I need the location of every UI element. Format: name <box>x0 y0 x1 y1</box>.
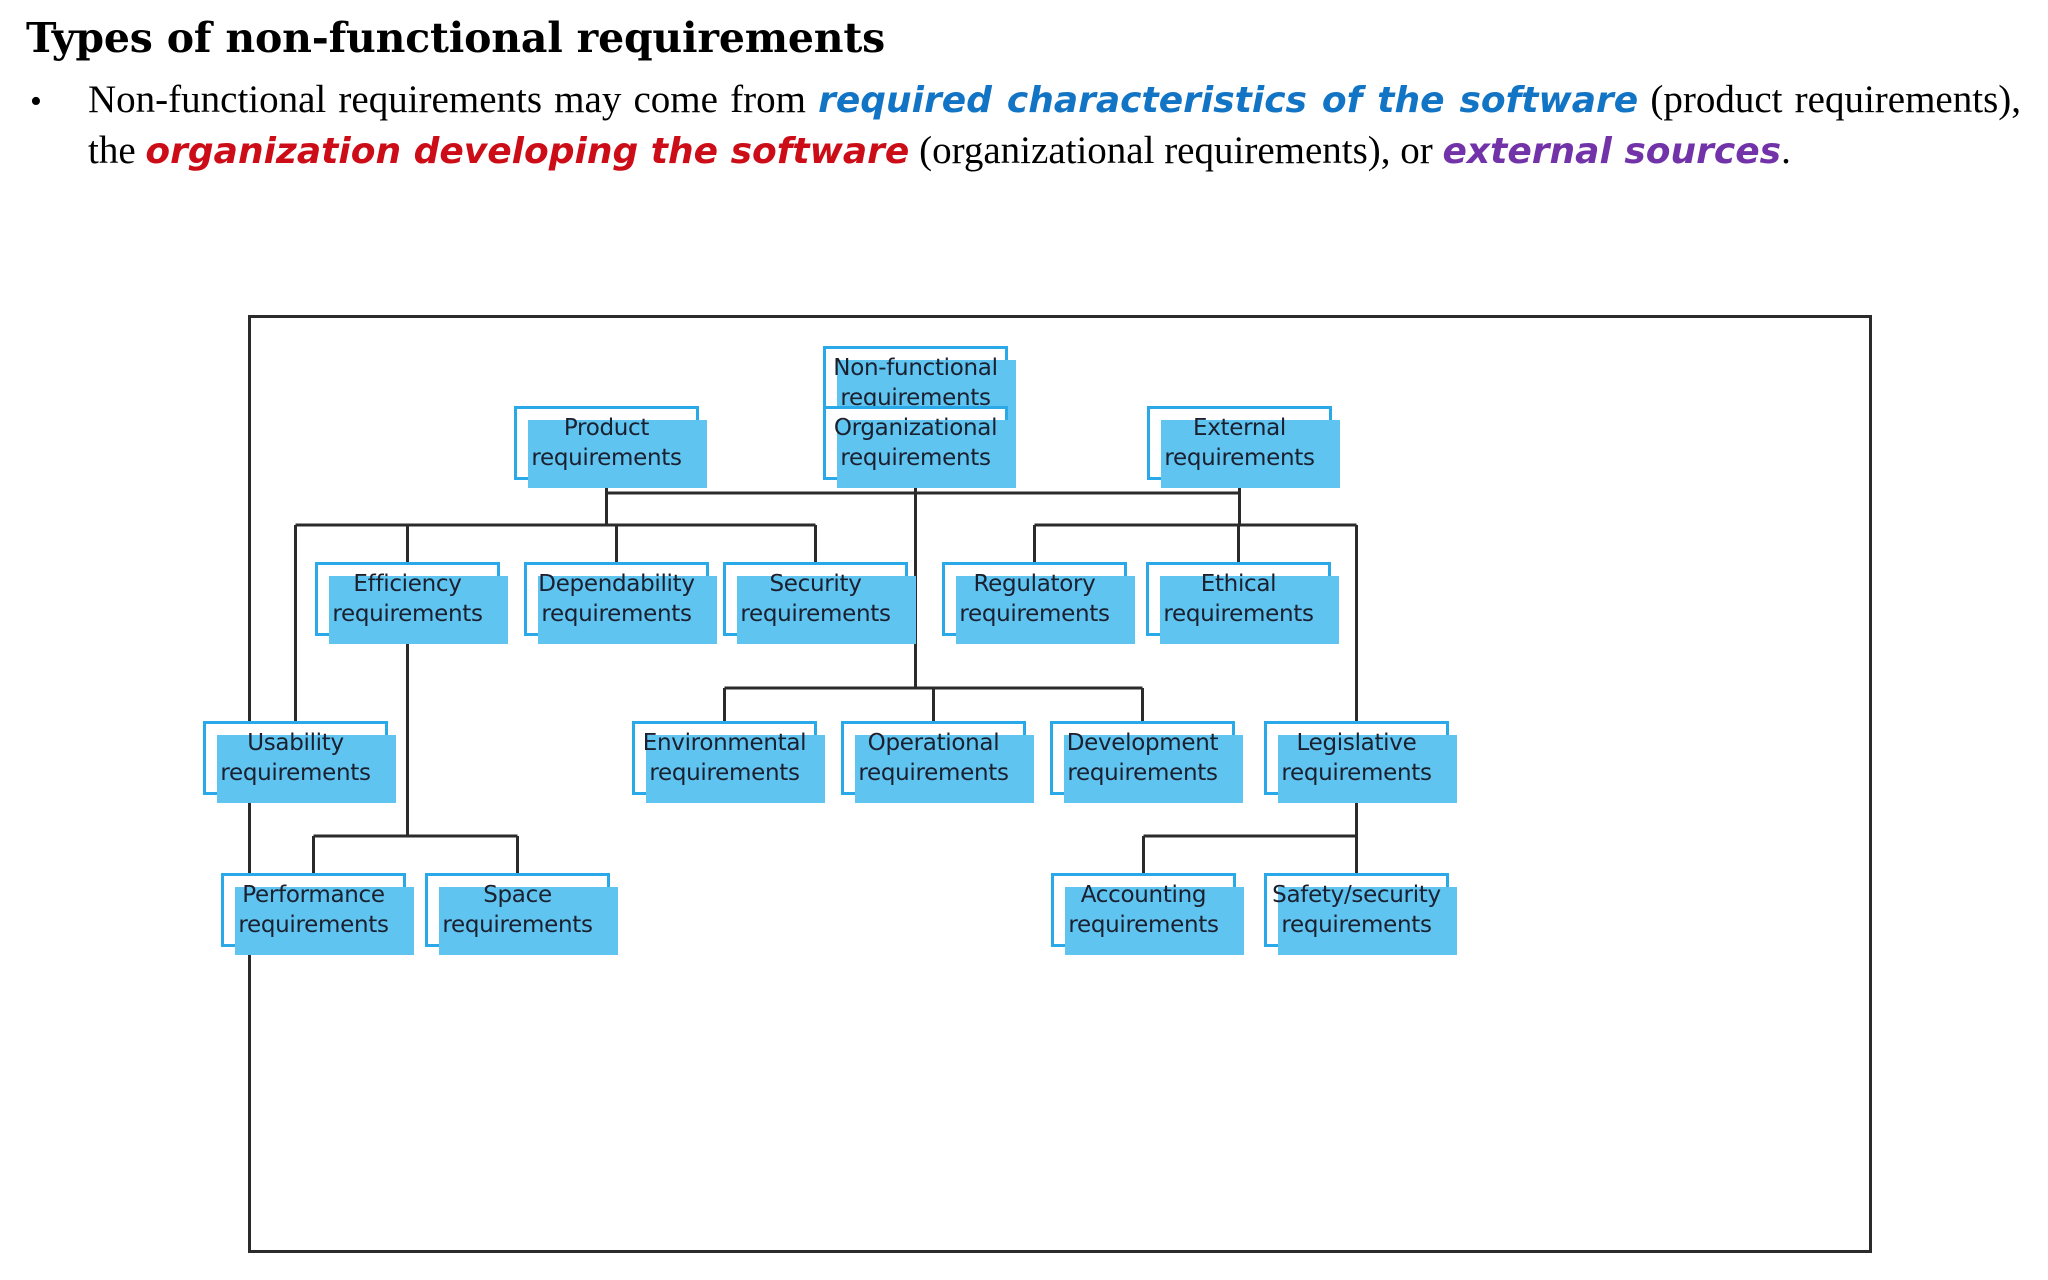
node-label: Operational requirements <box>844 728 1023 788</box>
bullet-block: • Non-functional requirements may come f… <box>26 75 2021 177</box>
node-label: Space requirements <box>428 880 607 940</box>
node-space[interactable]: Space requirements <box>425 873 610 947</box>
node-label: Legislative requirements <box>1267 728 1446 788</box>
node-label: Security requirements <box>726 569 905 629</box>
node-label: Organizational requirements <box>826 413 1005 473</box>
paragraph-segment-4: . <box>1781 129 1791 172</box>
bullet-marker: • <box>30 85 42 119</box>
bullet-paragraph: Non-functional requirements may come fro… <box>88 75 2021 177</box>
node-label: Non-functional requirements <box>826 353 1005 413</box>
node-accounting[interactable]: Accounting requirements <box>1051 873 1236 947</box>
node-label: Performance requirements <box>224 880 403 940</box>
highlight-product-characteristics: required characteristics of the software <box>818 80 1638 121</box>
node-label: Ethical requirements <box>1149 569 1328 629</box>
paragraph-segment-3: (organizational requirements), or <box>909 129 1442 172</box>
node-label: Dependability requirements <box>527 569 706 629</box>
node-environmental[interactable]: Environmental requirements <box>632 721 817 795</box>
node-safety-security[interactable]: Safety/security requirements <box>1264 873 1449 947</box>
node-usability[interactable]: Usability requirements <box>203 721 388 795</box>
node-ethical[interactable]: Ethical requirements <box>1146 562 1331 636</box>
node-performance[interactable]: Performance requirements <box>221 873 406 947</box>
node-security[interactable]: Security requirements <box>723 562 908 636</box>
node-legislative[interactable]: Legislative requirements <box>1264 721 1449 795</box>
diagram-frame: Non-functional requirementsProduct requi… <box>248 315 1872 1253</box>
node-product[interactable]: Product requirements <box>514 406 699 480</box>
highlight-external-sources: external sources <box>1443 131 1782 172</box>
node-efficiency[interactable]: Efficiency requirements <box>315 562 500 636</box>
node-label: Safety/security requirements <box>1267 880 1446 940</box>
node-label: Development requirements <box>1053 728 1232 788</box>
node-operational[interactable]: Operational requirements <box>841 721 1026 795</box>
node-label: Regulatory requirements <box>945 569 1124 629</box>
page-title: Types of non-functional requirements <box>26 14 885 62</box>
node-regulatory[interactable]: Regulatory requirements <box>942 562 1127 636</box>
node-dependability[interactable]: Dependability requirements <box>524 562 709 636</box>
paragraph-segment-1: Non-functional requirements may come fro… <box>88 78 818 121</box>
node-label: Product requirements <box>517 413 696 473</box>
node-organizational[interactable]: Organizational requirements <box>823 406 1008 480</box>
node-label: Accounting requirements <box>1054 880 1233 940</box>
node-development[interactable]: Development requirements <box>1050 721 1235 795</box>
node-label: Usability requirements <box>206 728 385 788</box>
node-label: External requirements <box>1150 413 1329 473</box>
node-external[interactable]: External requirements <box>1147 406 1332 480</box>
node-label: Efficiency requirements <box>318 569 497 629</box>
node-label: Environmental requirements <box>635 728 814 788</box>
highlight-organization-developing: organization developing the software <box>145 131 909 172</box>
